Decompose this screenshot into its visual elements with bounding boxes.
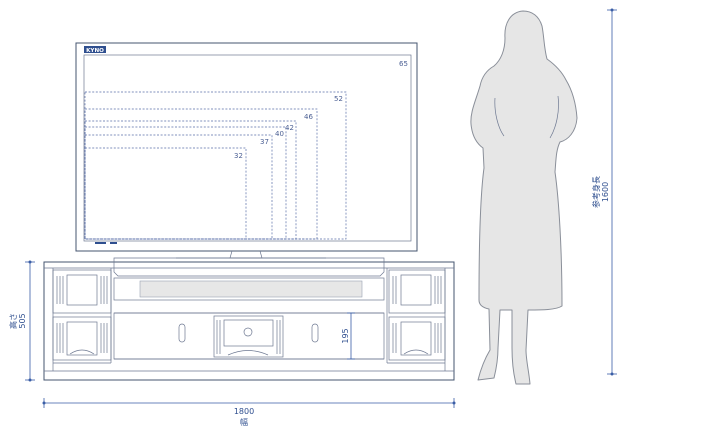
tv-foot [229,250,263,259]
tv-logo-text: KYNO [86,48,104,54]
size-label-52: 52 [334,95,343,103]
height-label: 高さ [8,313,18,329]
person-silhouette [470,10,578,385]
height-value: 505 [18,313,27,328]
size-label-32: 32 [234,152,243,160]
height-dimension: 高さ 505 [8,260,35,382]
inner-height-value: 195 [341,328,350,343]
person-height-dimension: 参考身長 1600 [591,8,617,376]
person-height-label: 参考身長 [591,176,601,208]
tv-stand [43,257,455,381]
door-handle-left [178,323,186,343]
width-label: 幅 [240,417,248,427]
size-label-65: 65 [399,60,408,68]
door-handle-right [311,323,319,343]
inner-height-dimension: 195 [341,312,355,360]
width-dimension: 1800 幅 [42,398,456,427]
size-outline-40 [84,126,287,240]
tv-illustration: KYNO 65 52 46 42 40 37 32 [75,42,418,259]
tv-screen [83,54,412,242]
right-lower-cubby [388,316,446,361]
size-label-46: 46 [304,113,313,121]
center-top-rail [113,257,385,277]
size-label-40: 40 [275,130,284,138]
tv-indicator [110,242,117,244]
tv-outline [75,42,418,252]
left-upper-cubby [52,269,112,314]
size-outline-32 [84,147,247,240]
tv-logo-box [84,46,106,53]
size-outline-46 [84,108,318,240]
center-device [213,315,284,358]
width-value: 1800 [234,407,254,416]
center-drawer [113,277,385,301]
drawer-glass [139,280,363,298]
size-label-37: 37 [260,138,269,146]
right-upper-cubby [388,269,446,314]
left-lower-cubby [52,316,112,361]
size-label-42: 42 [285,124,294,132]
size-outline-37 [84,134,273,240]
stand-outline [43,261,455,381]
tv-indicator [95,242,106,244]
person-height-value: 1600 [601,182,610,202]
